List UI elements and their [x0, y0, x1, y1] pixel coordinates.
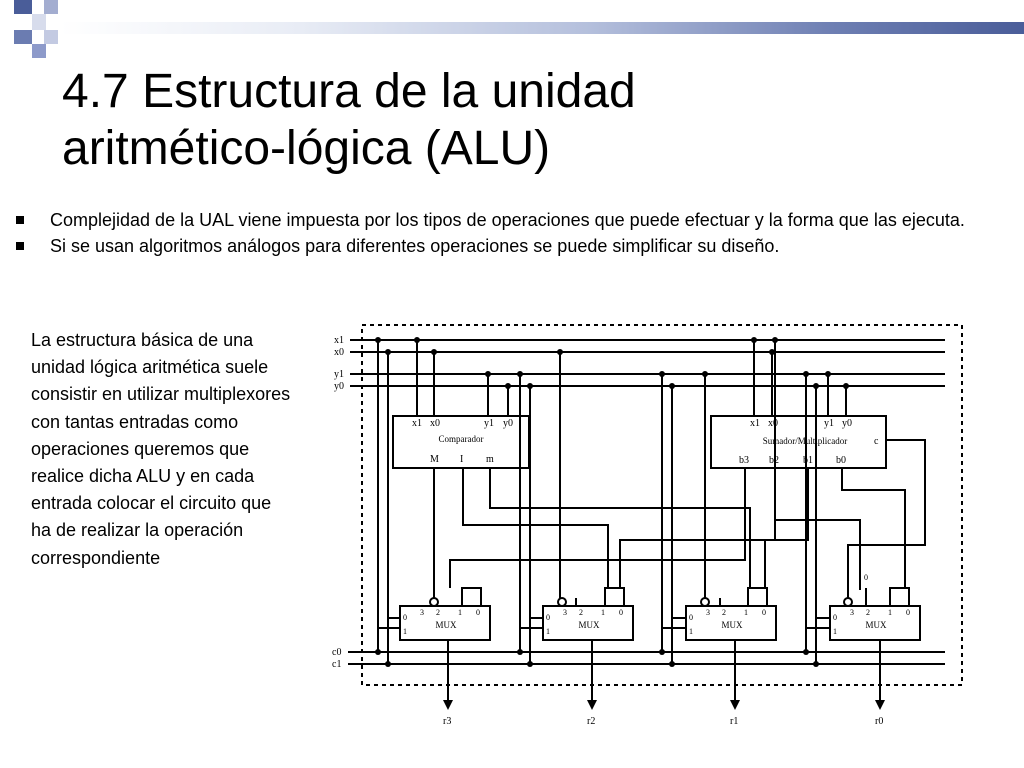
svg-text:2: 2: [722, 608, 726, 617]
description-text: La estructura básica de una unidad lógic…: [31, 330, 291, 568]
svg-text:1: 1: [403, 627, 407, 636]
svg-text:1: 1: [689, 627, 693, 636]
comp-out-m: m: [486, 454, 494, 465]
svg-text:0: 0: [689, 613, 693, 622]
sum-out-b3: b3: [739, 455, 749, 466]
mux-block-1: [685, 605, 777, 641]
sum-out-b1: b1: [803, 455, 813, 466]
svg-text:3: 3: [706, 608, 710, 617]
svg-text:MUX: MUX: [578, 620, 600, 630]
output-r0: r0: [875, 716, 883, 727]
svg-text:2: 2: [866, 608, 870, 617]
svg-text:MUX: MUX: [865, 620, 887, 630]
deco-square: [44, 30, 58, 44]
label-y0: y0: [334, 381, 344, 392]
alu-circuit-diagram: x1 x0 y1 y0 c0 c1 x1 x0 y1 y0 Comparador…: [332, 324, 963, 727]
mux-block-2: [542, 605, 634, 641]
comp-in-y0: y0: [503, 418, 513, 429]
comp-out-M: M: [430, 454, 439, 465]
svg-text:MUX: MUX: [721, 620, 743, 630]
svg-text:3: 3: [563, 608, 567, 617]
deco-square: [14, 0, 32, 14]
sum-out-b2: b2: [769, 455, 779, 466]
sumador-label: Sumador/Multiplicador: [763, 436, 848, 446]
mux-3-labels: 3 2 1 0 0 1 MUX: [403, 608, 480, 636]
title-line-2: aritmético-lógica (ALU): [62, 121, 551, 175]
comp-in-x1: x1: [412, 418, 422, 429]
svg-text:0: 0: [762, 608, 766, 617]
svg-text:1: 1: [458, 608, 462, 617]
mux-block-0: [829, 605, 921, 641]
comparador-label: Comparador: [439, 434, 484, 444]
constant-zero: 0: [864, 573, 868, 582]
output-r3: r3: [443, 716, 451, 727]
alu-boundary: [361, 324, 963, 686]
mux-block-3: [399, 605, 491, 641]
inverter-bubble: [557, 597, 567, 607]
deco-square: [44, 0, 58, 14]
svg-text:0: 0: [546, 613, 550, 622]
sum-in-x1: x1: [750, 418, 760, 429]
title-decoration-bar: [60, 22, 1024, 34]
deco-square: [32, 44, 46, 58]
comparador-block: [392, 415, 530, 469]
arrow-down-icon: [587, 700, 597, 710]
slide-title: 4.7 Estructura de la unidad aritmético-l…: [62, 64, 962, 177]
output-r1: r1: [730, 716, 738, 727]
comp-in-x0: x0: [430, 418, 440, 429]
svg-text:0: 0: [619, 608, 623, 617]
svg-text:1: 1: [601, 608, 605, 617]
mux-1-labels: 3 2 1 0 0 1 MUX: [689, 608, 766, 636]
inverter-bubble: [700, 597, 710, 607]
label-c1: c1: [332, 659, 341, 670]
svg-text:3: 3: [420, 608, 424, 617]
title-line-1: 4.7 Estructura de la unidad: [62, 65, 636, 118]
sum-carry-c: c: [874, 436, 879, 447]
sum-in-x0: x0: [768, 418, 778, 429]
label-c0: c0: [332, 647, 341, 658]
bullet-text: Si se usan algoritmos análogos para dife…: [50, 236, 780, 257]
sumador-block: [710, 415, 887, 469]
svg-text:MUX: MUX: [435, 620, 457, 630]
svg-text:0: 0: [833, 613, 837, 622]
bullet-text: Complejidad de la UAL viene impuesta por…: [50, 210, 965, 230]
deco-square: [32, 14, 46, 30]
arrow-down-icon: [443, 700, 453, 710]
arrow-down-icon: [875, 700, 885, 710]
svg-text:0: 0: [403, 613, 407, 622]
label-x0: x0: [334, 347, 344, 358]
square-bullet-icon: [16, 242, 24, 251]
comp-out-I: I: [460, 454, 463, 465]
mux-0-labels: 3 2 1 0 0 1 MUX: [833, 608, 910, 636]
comp-in-y1: y1: [484, 418, 494, 429]
svg-text:2: 2: [436, 608, 440, 617]
deco-square: [14, 30, 32, 44]
svg-text:3: 3: [850, 608, 854, 617]
svg-text:1: 1: [888, 608, 892, 617]
bullet-item: Complejidad de la UAL viene impuesta por…: [16, 210, 976, 231]
svg-text:1: 1: [546, 627, 550, 636]
inverter-bubble: [843, 597, 853, 607]
sum-out-b0: b0: [836, 455, 846, 466]
svg-text:1: 1: [744, 608, 748, 617]
arrow-down-icon: [730, 700, 740, 710]
bullet-list: Complejidad de la UAL viene impuesta por…: [16, 210, 976, 262]
bullet-item: Si se usan algoritmos análogos para dife…: [16, 236, 976, 257]
label-y1: y1: [334, 369, 344, 380]
label-x1: x1: [334, 335, 344, 346]
svg-text:2: 2: [579, 608, 583, 617]
svg-text:0: 0: [906, 608, 910, 617]
square-bullet-icon: [16, 216, 24, 224]
output-r2: r2: [587, 716, 595, 727]
mux-2-labels: 3 2 1 0 0 1 MUX: [546, 608, 623, 636]
svg-text:0: 0: [476, 608, 480, 617]
sum-in-y1: y1: [824, 418, 834, 429]
inverter-bubble: [429, 597, 439, 607]
svg-text:1: 1: [833, 627, 837, 636]
sum-in-y0: y0: [842, 418, 852, 429]
